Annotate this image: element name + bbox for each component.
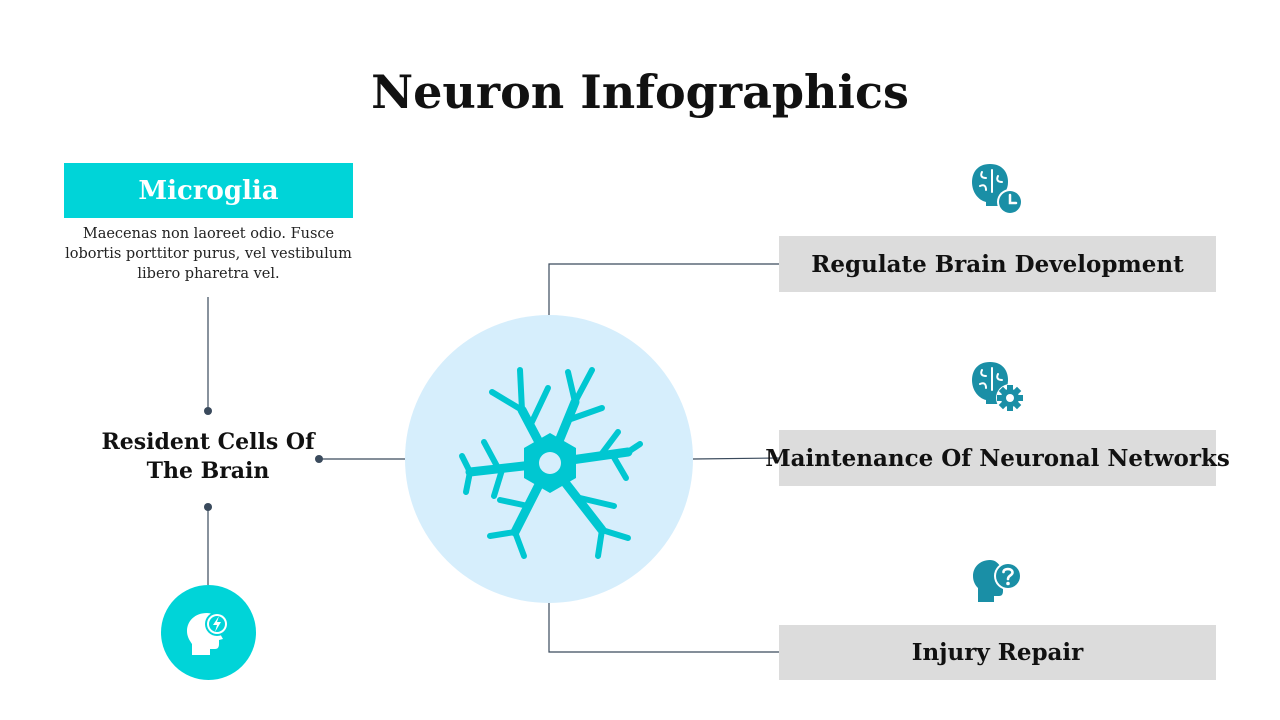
regulate-brain-development-label: Regulate Brain Development bbox=[811, 250, 1184, 278]
neuron-icon bbox=[459, 367, 643, 559]
head-lightning-icon bbox=[187, 612, 229, 655]
resident-cells-label: Resident Cells Of The Brain bbox=[101, 429, 315, 484]
microglia-description: Maecenas non laoreet odio. Fusce loborti… bbox=[65, 226, 352, 282]
maintenance-neuronal-networks-box: Maintenance Of Neuronal Networks bbox=[765, 430, 1230, 486]
injury-repair-label: Injury Repair bbox=[911, 639, 1084, 666]
injury-repair-box: Injury Repair bbox=[779, 625, 1216, 680]
head-question-icon bbox=[973, 560, 1022, 602]
regulate-brain-development-box: Regulate Brain Development bbox=[779, 236, 1216, 292]
head-lightning-badge bbox=[161, 585, 256, 680]
connector-dot bbox=[315, 455, 323, 463]
brain-gear-icon bbox=[972, 362, 1024, 412]
connector-dot bbox=[204, 503, 212, 511]
brain-clock-icon bbox=[972, 164, 1023, 215]
maintenance-neuronal-networks-label: Maintenance Of Neuronal Networks bbox=[765, 444, 1230, 472]
page-title: Neuron Infographics bbox=[371, 65, 909, 119]
connector-dot bbox=[204, 407, 212, 415]
microglia-label: Microglia bbox=[138, 175, 279, 206]
microglia-label-box: Microglia bbox=[64, 163, 353, 218]
